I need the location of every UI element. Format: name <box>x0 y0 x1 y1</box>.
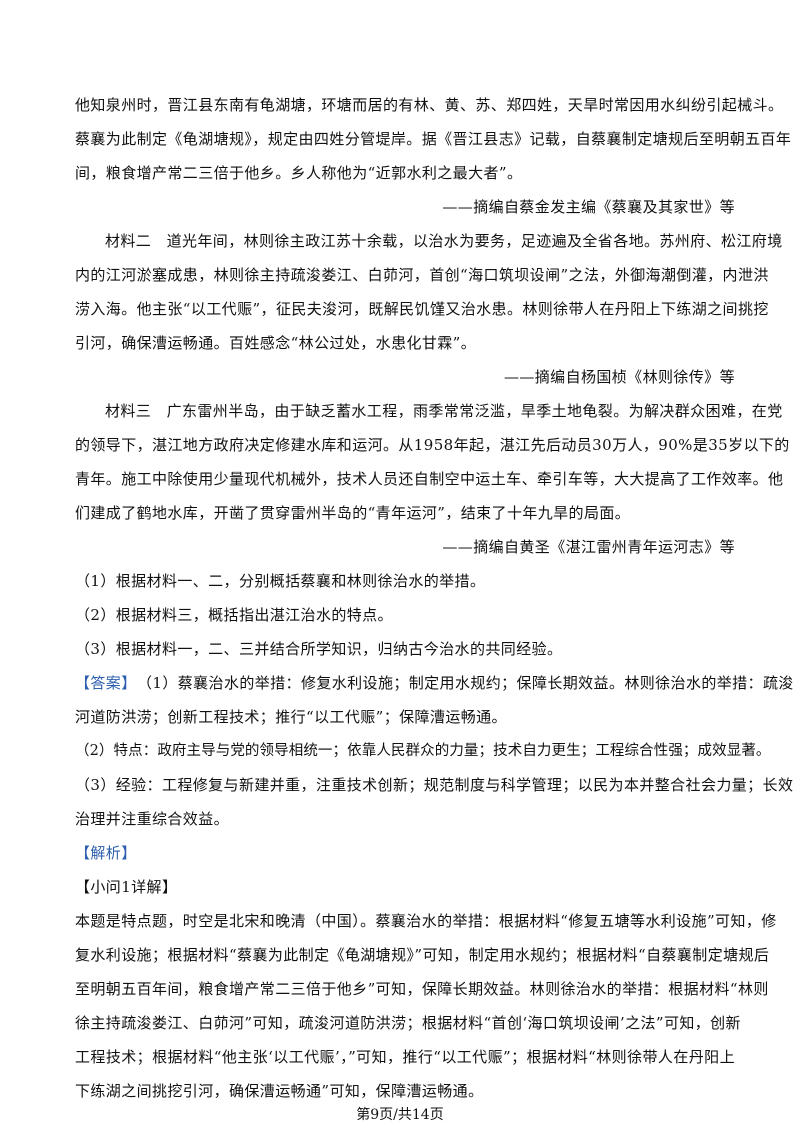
paragraph-line: 蔡襄为此制定《龟湖塘规》，规定由四姓分管堤岸。据《晋江县志》记载，自蔡襄制定塘规… <box>75 130 792 148</box>
analysis-line: 本题是特点题，时空是北宋和晚清（中国）。蔡襄治水的举措：根据材料“修复五塘等水利… <box>75 912 777 930</box>
paragraph-line: 他知泉州时，晋江县东南有龟湖塘，环塘而居的有林、黄、苏、郑四姓，天旱时常因用水纠… <box>75 96 784 114</box>
answer-line: 治理并注重综合效益。 <box>75 810 230 828</box>
source-citation: ——摘编自杨国桢《林则徐传》等 <box>503 368 735 386</box>
question-item: （3）根据材料一，二、三并结合所学知识，归纳古今治水的共同经验。 <box>75 640 563 658</box>
answer-line: （2）特点：政府主导与党的领导相统一；依靠人民群众的力量；技术自力更生；工程综合… <box>75 743 771 759</box>
paragraph-line: 材料二 道光年间，林则徐主政江苏十余载，以治水为要务，足迹遍及全省各地。苏州府、… <box>105 232 783 250</box>
answer-line: （1）蔡襄治水的举措：修复水利设施；制定用水规约；保障长期效益。林则徐治水的举措… <box>137 674 794 692</box>
paragraph-line: 材料三 广东雷州半岛，由于缺乏蓄水工程，雨季常常泛滥，旱季土地龟裂。为解决群众困… <box>105 402 783 420</box>
analysis-line: 复水利设施；根据材料“蔡襄为此制定《龟湖塘规》”可知，制定用水规约；根据材料“自… <box>75 946 770 964</box>
analysis-line: 工程技术；根据材料“他主张‘以工代赈’，”可知，推行“以工代赈”；根据材料“林则… <box>75 1048 735 1066</box>
source-citation: ——摘编自黄圣《湛江雷州青年运河志》等 <box>442 538 735 556</box>
analysis-line: 下练湖之间挑挖引河，确保漕运畅通”可知，保障漕运畅通。 <box>75 1082 484 1100</box>
paragraph-line: 引河，确保漕运畅通。百姓感念“林公过处，水患化甘霖”。 <box>75 334 477 352</box>
subquestion-heading: 【小问1详解】 <box>75 878 178 896</box>
question-item: （2）根据材料三，概括指出湛江治水的特点。 <box>75 606 393 624</box>
paragraph-line: 们建成了鹤地水库，开凿了贯穿雷州半岛的“青年运河”，结束了十年九旱的局面。 <box>75 504 631 522</box>
answer-line: （3）经验：工程修复与新建并重，注重技术创新；规范制度与科学管理；以民为本并整合… <box>75 776 794 794</box>
question-item: （1）根据材料一、二，分别概括蔡襄和林则徐治水的举措。 <box>75 572 486 590</box>
source-citation: ——摘编自蔡金发主编《蔡襄及其家世》等 <box>442 198 735 216</box>
paragraph-line: 涝入海。他主张“以工代赈”，征民夫浚河，既解民饥馑又治水患。林则徐带人在丹阳上下… <box>75 300 769 318</box>
answer-tag: 【答案】 <box>75 674 137 692</box>
paragraph-line: 间，粮食增产常二三倍于他乡。乡人称他为“近郭水利之最大者”。 <box>75 164 523 182</box>
paragraph-line: 内的江河淤塞成患，林则徐主持疏浚娄江、白茆河，首创“海口筑坝设闸”之法，外御海潮… <box>75 266 769 284</box>
paragraph-line: 的领导下，湛江地方政府决定修建水库和运河。从1958年起，湛江先后动员30万人，… <box>75 436 790 454</box>
page-number: 第9页/共14页 <box>356 1107 444 1123</box>
analysis-line: 至明朝五百年间，粮食增产常二三倍于他乡”可知，保障长期效益。林则徐治水的举措：根… <box>75 980 769 998</box>
answer-line: 河道防洪涝；创新工程技术；推行“以工代赈”；保障漕运畅通。 <box>75 708 507 726</box>
analysis-tag: 【解析】 <box>75 844 137 862</box>
analysis-line: 徐主持疏浚娄江、白茆河”可知，疏浚河道防洪涝；根据材料“首创‘海口筑坝设闸’之法… <box>75 1014 741 1032</box>
paragraph-line: 青年。施工中除使用少量现代机械外，技术人员还自制空中运土车、牵引车等，大大提高了… <box>75 470 784 488</box>
